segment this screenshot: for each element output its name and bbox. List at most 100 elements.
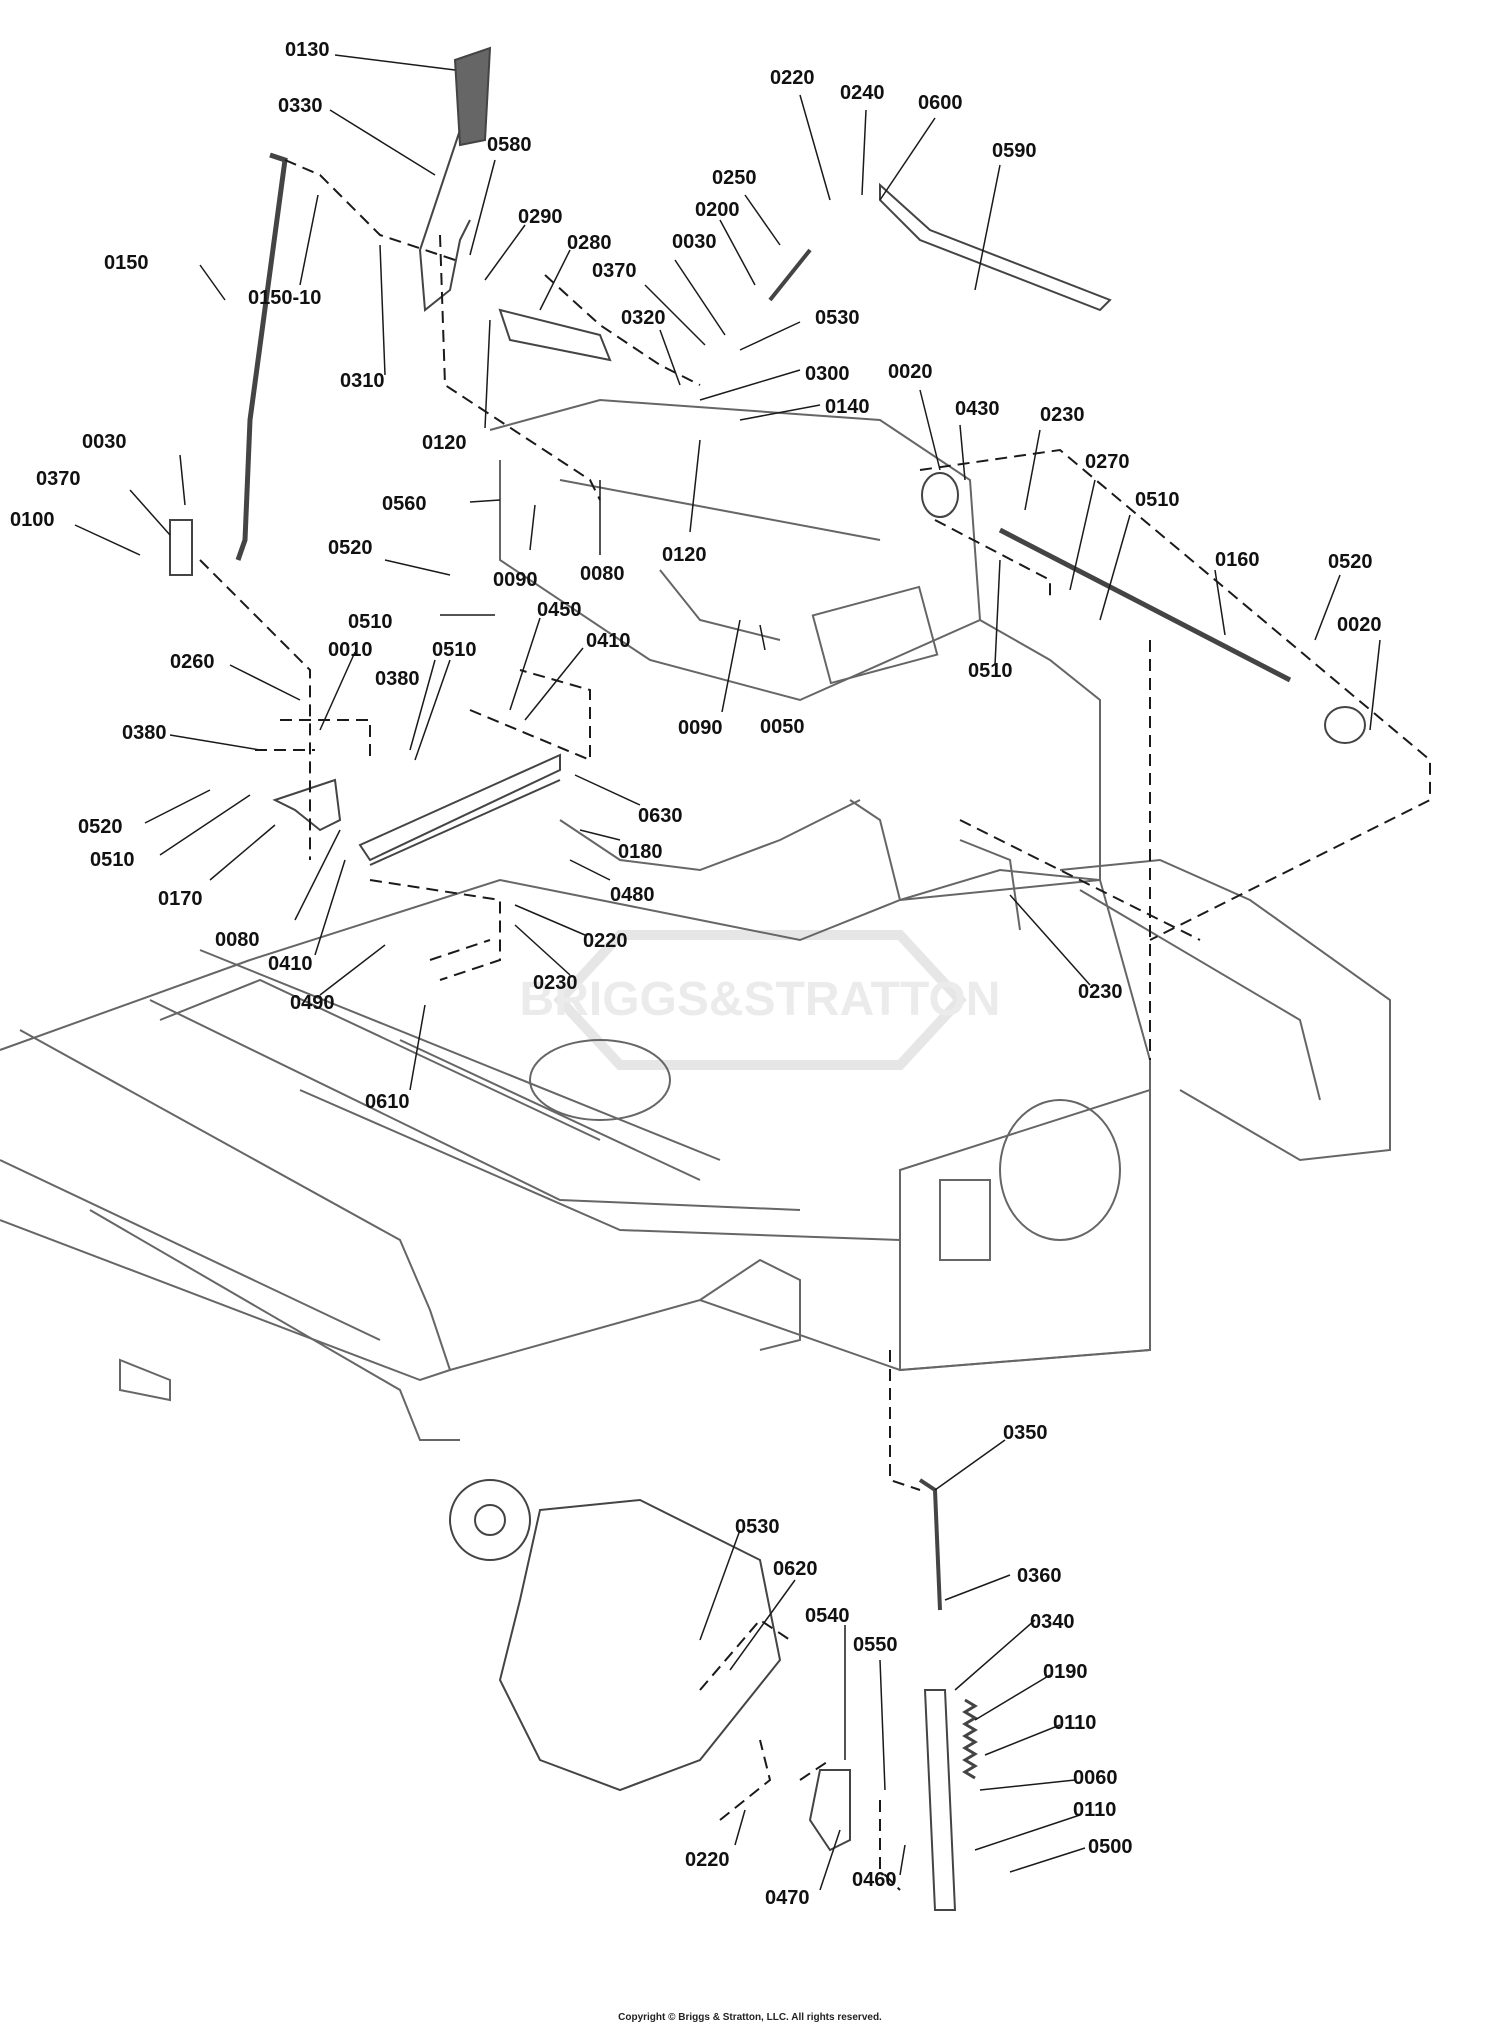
part-label-0510-mid: 0510: [348, 611, 393, 633]
part-label-0140: 0140: [825, 396, 870, 418]
part-label-0080-lower: 0080: [215, 929, 260, 951]
part-label-0580: 0580: [487, 134, 532, 156]
part-label-0100: 0100: [10, 509, 55, 531]
part-label-0510-right: 0510: [968, 660, 1013, 682]
chassis-frame: [0, 398, 1391, 1441]
part-label-0150-10: 0150-10: [248, 287, 322, 309]
part-label-0520-right: 0520: [1328, 551, 1373, 573]
part-label-0360: 0360: [1017, 1565, 1062, 1587]
part-label-0060: 0060: [1073, 1767, 1118, 1789]
part-label-0380-right: 0380: [375, 668, 420, 690]
part-label-0510-top: 0510: [1135, 489, 1180, 511]
vertical-rod: [918, 1478, 942, 1611]
part-label-0370-left: 0370: [36, 468, 81, 490]
part-label-0230-mid: 0230: [533, 972, 578, 994]
part-label-0090-lower: 0090: [678, 717, 723, 739]
part-label-0380-left: 0380: [122, 722, 167, 744]
part-label-0050: 0050: [760, 716, 805, 738]
part-label-0530-bottom: 0530: [735, 1516, 780, 1538]
part-label-0410-lower: 0410: [268, 953, 313, 975]
part-label-0090-upper: 0090: [493, 569, 538, 591]
part-label-0120: 0120: [422, 432, 467, 454]
part-label-0030-left: 0030: [82, 431, 127, 453]
part-label-0510-left: 0510: [90, 849, 135, 871]
part-label-0260: 0260: [170, 651, 215, 673]
part-label-0220-bottom: 0220: [685, 1849, 730, 1871]
part-label-0510-upper-left: 0510: [432, 639, 477, 661]
leader-lines: [74, 54, 1381, 1891]
part-label-0010: 0010: [328, 639, 373, 661]
part-label-0480: 0480: [610, 884, 655, 906]
hub-wheel: [449, 1479, 531, 1561]
handle-grip: [453, 46, 492, 147]
part-label-0280: 0280: [567, 232, 612, 254]
part-label-0450: 0450: [537, 599, 582, 621]
bracket-0170: [272, 778, 342, 832]
copyright-notice: Copyright © Briggs & Stratton, LLC. All …: [618, 2012, 882, 2023]
bracket-0540: [808, 1769, 851, 1852]
part-label-0550: 0550: [853, 1634, 898, 1656]
part-label-0340: 0340: [1030, 1611, 1075, 1633]
part-label-0170: 0170: [158, 888, 203, 910]
part-label-0160: 0160: [1215, 549, 1260, 571]
brand-watermark: BRIGGS&STRATTON: [520, 930, 1001, 1070]
part-label-0110-upper: 0110: [1053, 1712, 1097, 1734]
part-label-0600: 0600: [918, 92, 963, 114]
pivot-tube: [498, 308, 612, 362]
link-bar-lower: [369, 779, 561, 866]
control-arm: [418, 129, 471, 312]
part-label-0540: 0540: [805, 1605, 850, 1627]
part-label-0500: 0500: [1088, 1836, 1133, 1858]
bearing-right: [1324, 706, 1366, 744]
part-label-0180: 0180: [618, 841, 663, 863]
part-label-0240: 0240: [840, 82, 885, 104]
arm-0340: [923, 1689, 957, 1911]
part-label-0150: 0150: [104, 252, 149, 274]
spring-0190: [962, 1698, 978, 1780]
part-label-0530-top: 0530: [815, 307, 860, 329]
part-label-0200: 0200: [695, 199, 740, 221]
part-label-0220-mid: 0220: [583, 930, 628, 952]
part-label-0310: 0310: [340, 370, 385, 392]
part-label-0620: 0620: [773, 1558, 818, 1580]
parts: [169, 46, 1366, 1911]
part-label-0520-left: 0520: [78, 816, 123, 838]
part-label-0630: 0630: [638, 805, 683, 827]
part-label-0470: 0470: [765, 1887, 810, 1909]
part-label-0560: 0560: [382, 493, 427, 515]
rod-clevis: [169, 519, 193, 576]
watermark-text: BRIGGS&STRATTON: [520, 973, 1001, 1026]
part-label-0020-left: 0020: [888, 361, 933, 383]
part-label-0460: 0460: [852, 1869, 897, 1891]
part-label-0300: 0300: [805, 363, 850, 385]
part-label-0270: 0270: [1085, 451, 1130, 473]
cross-shaft: [998, 527, 1292, 683]
part-label-0430: 0430: [955, 398, 1000, 420]
part-label-0080-upper: 0080: [580, 563, 625, 585]
part-label-0020-right: 0020: [1337, 614, 1382, 636]
part-label-0230-top: 0230: [1040, 404, 1085, 426]
bearing-left: [921, 472, 959, 518]
part-label-0230-right: 0230: [1078, 981, 1123, 1003]
threaded-rod: [768, 248, 812, 302]
part-label-0130: 0130: [285, 39, 330, 61]
part-label-0490: 0490: [290, 992, 335, 1014]
part-label-0220-top: 0220: [770, 67, 815, 89]
part-label-0110-lower: 0110: [1073, 1799, 1117, 1821]
link-bar: [358, 753, 561, 862]
linkage-0590: [879, 182, 1112, 312]
part-label-0610: 0610: [365, 1091, 410, 1113]
part-label-0330: 0330: [278, 95, 323, 117]
part-label-0120-center: 0120: [662, 544, 707, 566]
part-label-0320: 0320: [621, 307, 666, 329]
left-rod: [235, 152, 288, 561]
part-label-0590: 0590: [992, 140, 1037, 162]
alignment-lines: [199, 159, 1431, 1891]
part-label-0290: 0290: [518, 206, 563, 228]
part-label-0190: 0190: [1043, 1661, 1088, 1683]
part-label-0250: 0250: [712, 167, 757, 189]
part-label-0370-top: 0370: [592, 260, 637, 282]
part-label-0520-mid: 0520: [328, 537, 373, 559]
part-label-0410-upper: 0410: [586, 630, 631, 652]
